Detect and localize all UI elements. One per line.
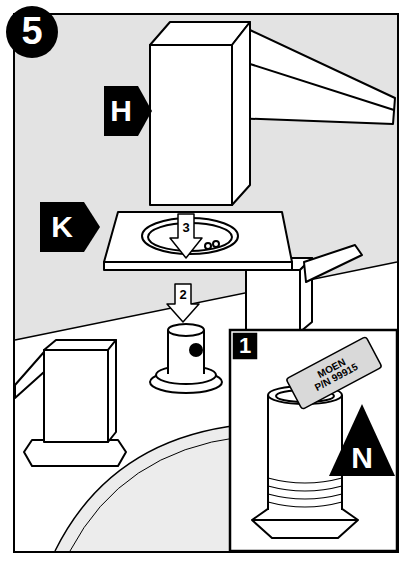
step-number-text: 5 xyxy=(21,12,42,52)
part-letter-text: N xyxy=(351,442,373,474)
callout-number: 2 xyxy=(179,288,186,301)
arrow xyxy=(170,214,202,258)
valve-stem xyxy=(150,324,222,393)
callout-number-text: 1 xyxy=(239,334,251,357)
part-letter: K xyxy=(40,202,100,252)
left-handle xyxy=(15,340,126,466)
counter-edge xyxy=(15,262,397,340)
callout-number: 1 xyxy=(232,332,258,360)
frame xyxy=(14,14,398,552)
step-number: 5 xyxy=(6,6,58,58)
inset-frame xyxy=(230,330,397,551)
wall xyxy=(15,15,397,340)
part-letter-text: K xyxy=(51,211,73,243)
part-letter: N xyxy=(328,403,396,477)
callout-number: 3 xyxy=(182,221,189,234)
part-letter: H xyxy=(104,86,152,136)
arrow xyxy=(167,284,199,322)
handle xyxy=(150,22,395,205)
escutcheon xyxy=(104,212,292,270)
part-letter-text: H xyxy=(110,95,132,127)
